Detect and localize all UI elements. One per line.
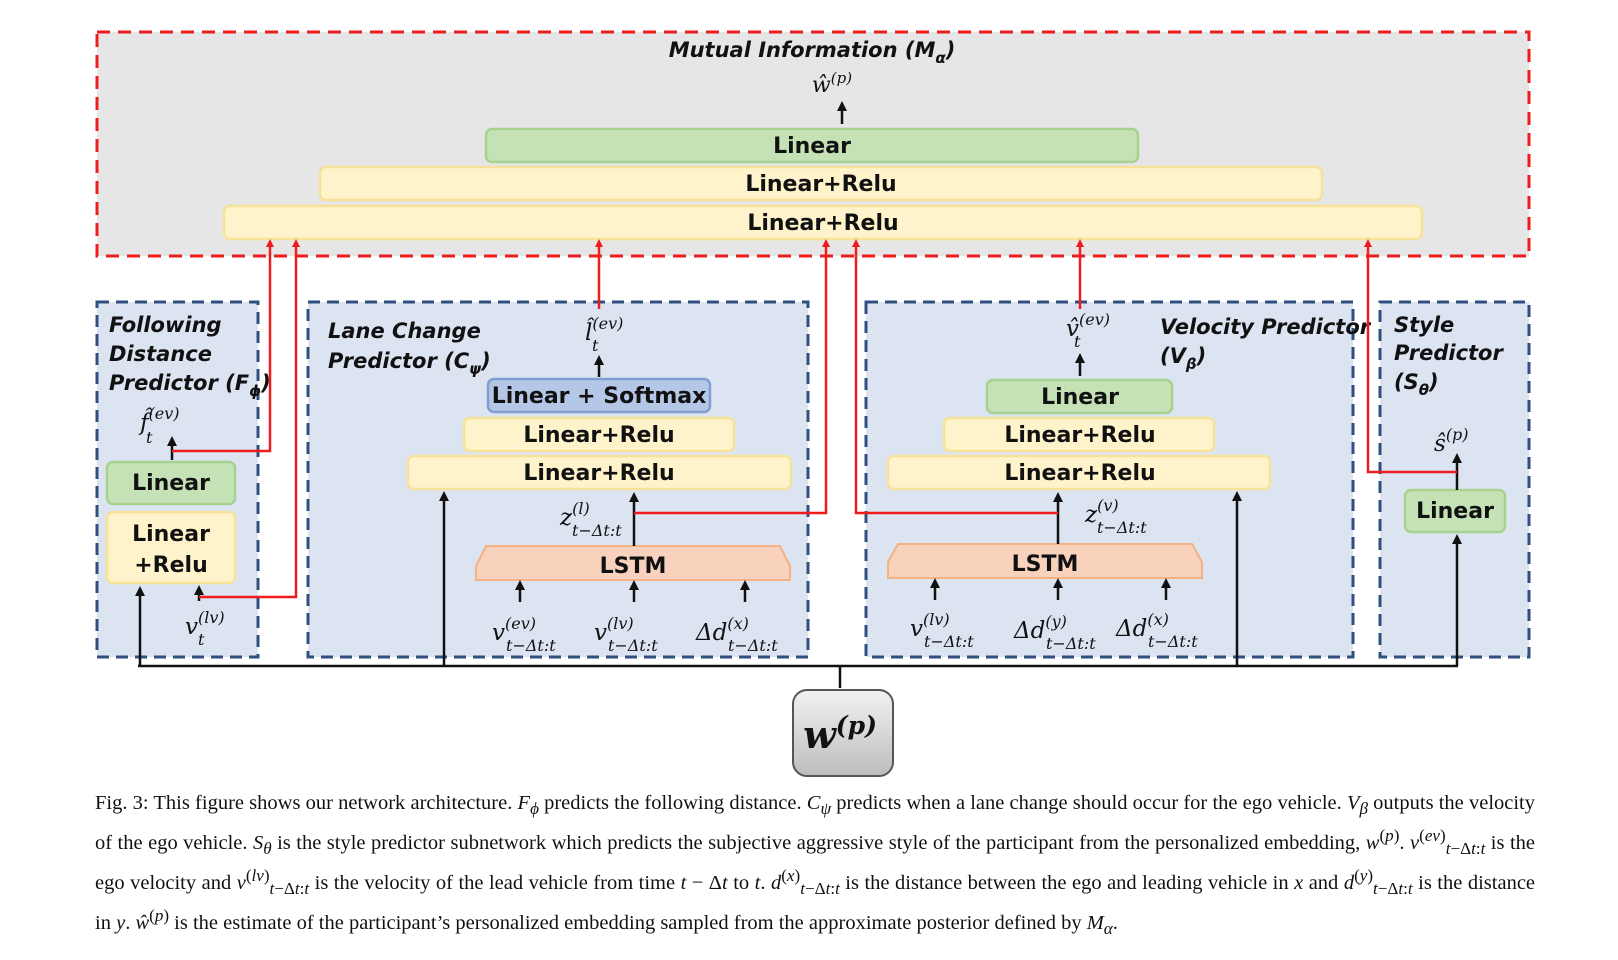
velocity-lstm-block — [887, 543, 1203, 579]
following-title: Following Distance Predictor (Fϕ) — [109, 313, 271, 400]
following-linear-relu-label: Linear+Relu — [132, 522, 210, 578]
mutual-information-connections — [172, 239, 1457, 599]
lane-input-ego-velocity: v(ev)t−Δt:t — [492, 614, 556, 655]
velocity-linear-relu-label-1: Linear+Relu — [1004, 423, 1155, 448]
velocity-input-lead-velocity: v(lv)t−Δt:t — [910, 610, 974, 651]
velocity-linear-layer — [985, 378, 1174, 415]
velocity-linear-relu-layer-2 — [886, 454, 1272, 491]
mi-linear-relu-label-2: Linear+Relu — [747, 211, 898, 236]
caption-text-10: and — [1303, 871, 1344, 894]
velocity-linear-label: Linear — [1041, 385, 1119, 410]
mi-linear-relu-label-1: Linear+Relu — [745, 172, 896, 197]
lane-title: Lane Change Predictor (Cψ) — [328, 319, 491, 378]
mi-output-label: ŵ(p) — [812, 69, 852, 98]
lane-linear-relu-layer-2 — [406, 454, 793, 491]
lane-softmax-layer — [486, 377, 712, 414]
lane-input-distance-x: Δd(x)t−Δt:t — [695, 614, 778, 655]
style-title: Style Predictor (Sθ) — [1394, 313, 1510, 399]
caption-text-9: is the distance between the ego and lead… — [839, 871, 1295, 894]
caption-text-4: outputs the velocity of the ego vehicle. — [95, 792, 1536, 854]
caption-text-2: predicts the following distance. — [538, 792, 807, 814]
lane-lstm-label: LSTM — [600, 554, 667, 579]
following-output-label: f̂(ev)t — [138, 404, 180, 447]
mi-linear-relu-layer-1 — [318, 165, 1324, 202]
style-linear-label: Linear — [1416, 499, 1494, 524]
velocity-linear-relu-layer-1 — [942, 416, 1216, 453]
caption-text-12: is the estimate of the participant’s per… — [169, 911, 1087, 934]
lane-linear-relu-layer-1 — [462, 416, 736, 453]
caption-text-7: is the velocity of the lead vehicle from… — [309, 871, 681, 894]
mi-title: Mutual Information (Mα) — [669, 38, 956, 67]
lane-softmax-label: Linear + Softmax — [492, 384, 707, 409]
velocity-output-label: v̂(ev)t — [1066, 310, 1110, 351]
lane-lstm-block — [475, 545, 791, 581]
velocity-title: Velocity Predictor (Vβ) — [1160, 315, 1377, 373]
figure-caption: Fig. 3: This figure shows our network ar… — [95, 792, 1536, 938]
following-linear-layer — [105, 460, 237, 506]
caption-text-8: to — [727, 871, 755, 894]
caption-text-3: predicts when a lane change should occur… — [831, 792, 1347, 814]
following-linear-label: Linear — [132, 471, 210, 496]
mi-linear-layer — [484, 127, 1140, 164]
lane-input-lead-velocity: v(lv)t−Δt:t — [594, 614, 658, 655]
lane-linear-relu-label-2: Linear+Relu — [523, 461, 674, 486]
following-linear-relu-layer — [105, 510, 237, 585]
following-input-label: v(lv)t — [185, 608, 225, 649]
personalized-embedding-node — [792, 689, 894, 777]
lane-linear-relu-label-1: Linear+Relu — [523, 423, 674, 448]
style-panel — [1378, 300, 1531, 659]
style-linear-layer — [1403, 488, 1507, 534]
embedding-label: w(p) — [803, 711, 877, 757]
caption-text-5: is the style predictor subnetwork which … — [271, 831, 1366, 854]
velocity-input-distance-y: Δd(y)t−Δt:t — [1013, 612, 1096, 653]
lane-output-label: l̂(ev)t — [585, 314, 623, 355]
embedding-connections — [135, 436, 1462, 688]
velocity-z-label: z(v)t−Δt:t — [1084, 496, 1147, 537]
velocity-input-distance-x: Δd(x)t−Δt:t — [1115, 610, 1198, 651]
style-output-label: ŝ(p) — [1434, 425, 1469, 457]
velocity-lstm-label: LSTM — [1012, 552, 1079, 577]
caption-text-1: Fig. 3: This figure shows our network ar… — [95, 792, 518, 814]
architecture-diagram: Mutual Information (Mα) ŵ(p) Linear Line… — [95, 30, 1531, 777]
caption-text-11: is the distance in — [95, 871, 1536, 934]
lane-z-label: z(l)t−Δt:t — [559, 499, 622, 540]
caption-text-6: is the ego velocity and — [95, 831, 1536, 894]
mi-linear-label: Linear — [773, 134, 851, 159]
velocity-linear-relu-label-2: Linear+Relu — [1004, 461, 1155, 486]
